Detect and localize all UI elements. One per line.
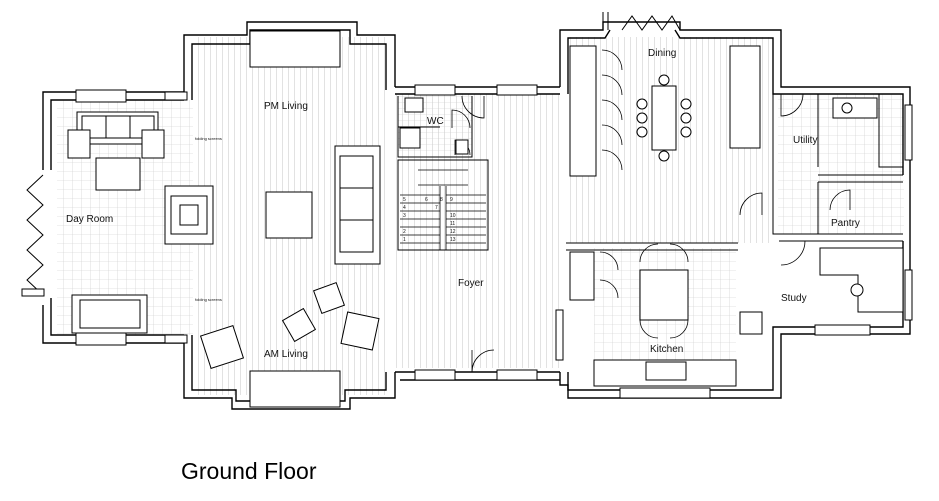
note-folding-screens-upper: folding screens bbox=[195, 136, 222, 141]
dining-sideboard bbox=[729, 45, 761, 149]
armchair-4 bbox=[340, 311, 380, 351]
step-mid-7: 7 bbox=[435, 205, 438, 211]
room-labels: Day Room PM Living AM Living WC Foyer Di… bbox=[66, 48, 860, 360]
step-mid-6: 6 bbox=[425, 197, 428, 203]
dining-table bbox=[651, 85, 677, 151]
staircase bbox=[400, 169, 486, 250]
armchair-1 bbox=[199, 324, 245, 370]
day-room-coffee-table bbox=[95, 157, 141, 191]
windows bbox=[75, 84, 913, 399]
label-dining: Dining bbox=[648, 48, 676, 59]
note-folding-screens-lower: folding screens bbox=[195, 297, 222, 302]
day-room-ottoman-left bbox=[67, 129, 91, 159]
armchair-2 bbox=[281, 307, 317, 343]
step-left-1: 1 bbox=[403, 237, 406, 243]
wc-toilet bbox=[404, 97, 424, 113]
step-mid-8: 8 bbox=[440, 197, 443, 203]
step-right-13: 13 bbox=[450, 237, 456, 243]
bifold-doors bbox=[21, 12, 681, 297]
label-pm-living: PM Living bbox=[264, 101, 308, 112]
furniture bbox=[67, 30, 904, 408]
dining-cabinets bbox=[569, 45, 597, 177]
label-kitchen: Kitchen bbox=[650, 344, 683, 355]
wc-basin bbox=[455, 139, 469, 155]
door-swings bbox=[451, 49, 851, 373]
plan-title: Ground Floor bbox=[181, 458, 317, 484]
pm-living-ottoman bbox=[265, 191, 313, 239]
wc-shower bbox=[399, 127, 421, 149]
kitchen-island bbox=[639, 269, 689, 321]
label-foyer: Foyer bbox=[458, 278, 484, 289]
step-right-10: 10 bbox=[450, 213, 456, 219]
step-left-4: 4 bbox=[403, 205, 406, 211]
label-study: Study bbox=[781, 293, 807, 304]
study-desk bbox=[819, 247, 904, 313]
kitchen-sink bbox=[645, 361, 687, 381]
label-wc: WC bbox=[427, 116, 444, 127]
step-right-12: 12 bbox=[450, 229, 456, 235]
step-left-3: 3 bbox=[403, 213, 406, 219]
utility-sink bbox=[832, 97, 878, 119]
bay-seat-bottom bbox=[249, 370, 341, 408]
step-left-5: 5 bbox=[403, 197, 406, 203]
bay-seat-top bbox=[249, 30, 341, 68]
label-utility: Utility bbox=[793, 135, 817, 146]
walls bbox=[42, 21, 911, 410]
stair-step-numbers: 5 4 3 2 1 9 10 11 12 13 8 7 6 bbox=[403, 197, 456, 243]
step-right-11: 11 bbox=[450, 221, 455, 227]
label-day-room: Day Room bbox=[66, 214, 113, 225]
armchair-3 bbox=[312, 281, 346, 315]
kitchen-cabinets bbox=[569, 251, 595, 301]
step-left-2: 2 bbox=[403, 229, 406, 235]
label-am-living: AM Living bbox=[264, 349, 308, 360]
label-pantry: Pantry bbox=[831, 218, 860, 229]
day-room-ottoman-right bbox=[141, 129, 165, 159]
step-right-9: 9 bbox=[450, 197, 453, 203]
kitchen-hob bbox=[739, 311, 763, 335]
